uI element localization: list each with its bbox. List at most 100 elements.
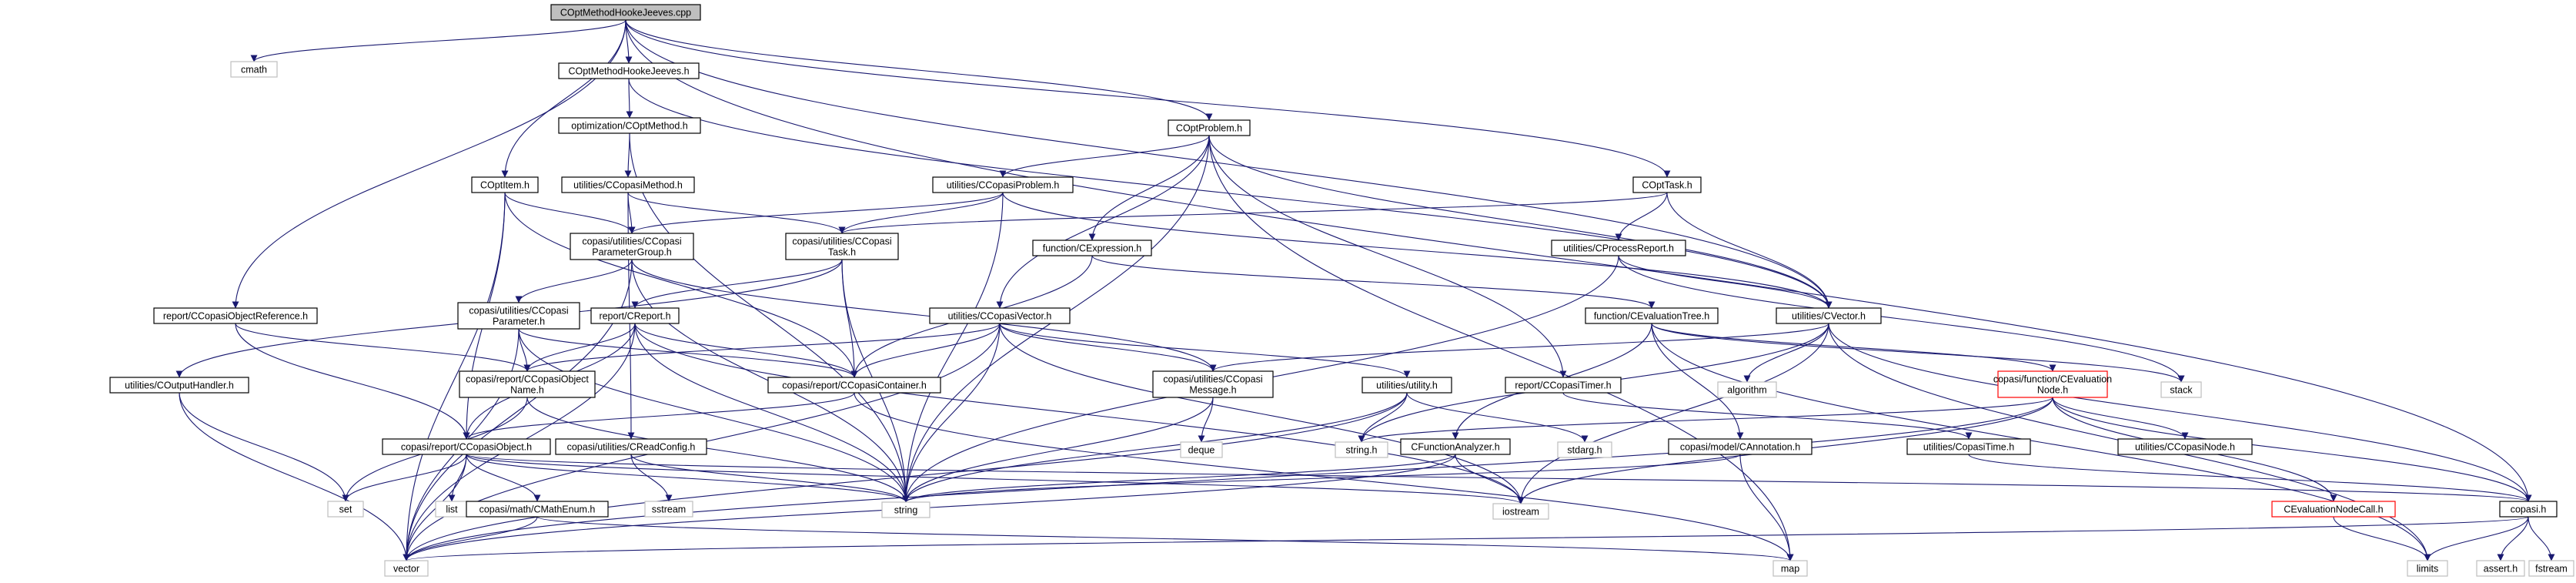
edge-opttask_h-to-cvector_h xyxy=(1666,192,1833,309)
node-evalnode-h[interactable]: copasi/function/CEvaluationNode.h xyxy=(1993,370,2112,398)
edge-processreport_h-to-cvector_h xyxy=(1618,255,1833,309)
node-box xyxy=(1032,240,1152,256)
node-annotation-h[interactable]: copasi/model/CAnnotation.h xyxy=(1668,438,1813,455)
node-object-h[interactable]: copasi/report/CCopasiObject.h xyxy=(382,438,551,455)
node-box xyxy=(1557,441,1612,458)
node-functionanalyzer-h[interactable]: CFunctionAnalyzer.h xyxy=(1400,438,1511,455)
node-box xyxy=(230,61,278,78)
edge-copasi_h-to-limits xyxy=(2424,516,2529,561)
node-box xyxy=(459,370,596,398)
node-copasiproblem-h[interactable]: utilities/CCopasiProblem.h xyxy=(932,176,1074,193)
node-box xyxy=(767,377,941,394)
node-opttask-h[interactable]: COptTask.h xyxy=(1632,176,1702,193)
edge-parameter_h-to-string xyxy=(518,328,910,503)
node-evalnodecall-h[interactable]: CEvaluationNodeCall.h xyxy=(2271,501,2396,518)
node-report-h[interactable]: report/CReport.h xyxy=(590,307,680,324)
node-box xyxy=(932,176,1074,193)
node-processreport-h[interactable]: utilities/CProcessReport.h xyxy=(1551,240,1686,256)
node-box xyxy=(881,501,931,518)
edge-evalnode_h-to-copasi_h xyxy=(2052,397,2532,502)
node-label: set xyxy=(339,504,352,515)
node-label: copasi/math/CMathEnum.h xyxy=(479,504,596,515)
node-box xyxy=(327,501,364,518)
node-copasi-h[interactable]: copasi.h xyxy=(2499,501,2558,518)
edge-copasivector_h-to-objname_h xyxy=(523,323,1001,372)
node-optmethod-h[interactable]: optimization/COptMethod.h xyxy=(558,117,701,134)
node-label: vector xyxy=(393,564,419,575)
node-root[interactable]: COptMethodHookeJeeves.cpp xyxy=(550,4,701,21)
node-copasivector-h[interactable]: utilities/CCopasiVector.h xyxy=(929,307,1071,324)
node-hookejeeves-h[interactable]: COptMethodHookeJeeves.h xyxy=(558,62,700,79)
node-cvector-h[interactable]: utilities/CVector.h xyxy=(1776,307,1882,324)
node-label: iostream xyxy=(1502,507,1539,518)
node-copasinode-h[interactable]: utilities/CCopasiNode.h xyxy=(2117,438,2253,455)
edge-objreference_h-to-object_h xyxy=(235,323,470,440)
edge-evalnode_h-to-stringh xyxy=(1358,397,2053,443)
node-label: algorithm xyxy=(1727,385,1766,396)
node-mathenum-h[interactable]: copasi/math/CMathEnum.h xyxy=(466,501,609,518)
edge-copasivector_h-to-utility_h xyxy=(999,323,1411,378)
edge-processreport_h-to-stack xyxy=(1618,255,2185,383)
edge-copasivector_h-to-string xyxy=(902,323,1001,503)
edge-functionanalyzer_h-to-iostream xyxy=(1455,454,1525,504)
node-optitem-h[interactable]: COptItem.h xyxy=(471,176,539,193)
node-optproblem-h[interactable]: COptProblem.h xyxy=(1168,119,1251,136)
node-label: function/CExpression.h xyxy=(1043,243,1142,254)
node-box xyxy=(2271,501,2396,518)
node-label: copasi/utilities/CCopasi xyxy=(1163,374,1262,385)
node-box xyxy=(2407,560,2448,577)
edge-outputhandler_h-to-set xyxy=(179,392,349,502)
node-box xyxy=(153,307,318,324)
node-box xyxy=(1668,438,1813,455)
node-stack: stack xyxy=(2160,381,2202,398)
node-box xyxy=(382,438,551,455)
node-box xyxy=(2160,381,2202,398)
node-copasitimer-h[interactable]: report/CCopasiTimer.h xyxy=(1505,377,1622,394)
edge-readconfig_h-to-string xyxy=(630,454,910,503)
node-label: report/CCopasiObjectReference.h xyxy=(163,311,308,322)
node-container-h[interactable]: copasi/report/CCopasiContainer.h xyxy=(767,377,941,394)
edge-report_h-to-iostream xyxy=(634,323,1525,504)
node-box xyxy=(1632,176,1702,193)
node-label: optimization/COptMethod.h xyxy=(571,121,688,132)
node-label: sstream xyxy=(652,504,686,515)
node-box xyxy=(1168,119,1251,136)
node-copasimethod-h[interactable]: utilities/CCopasiMethod.h xyxy=(561,176,695,193)
edge-root-to-optitem_h xyxy=(501,19,626,178)
node-copasitime-h[interactable]: utilities/CopasiTime.h xyxy=(1906,438,2031,455)
node-algorithm: algorithm xyxy=(1717,381,1777,398)
node-evaltree-h[interactable]: function/CEvaluationTree.h xyxy=(1585,307,1719,324)
edge-opttask_h-to-copasitask_h xyxy=(838,192,1668,234)
node-label: COptMethodHookeJeeves.h xyxy=(568,66,689,77)
edge-report_h-to-objname_h xyxy=(523,323,636,372)
node-outputhandler-h[interactable]: utilities/COutputHandler.h xyxy=(109,377,249,394)
edge-object_h-to-set xyxy=(342,454,467,502)
node-label: fstream xyxy=(2535,564,2568,575)
edge-cvector_h-to-copasi_h xyxy=(1828,323,2532,502)
node-sstream: sstream xyxy=(644,501,693,518)
edge-cvector_h-to-iostream xyxy=(1517,323,1829,504)
node-box xyxy=(109,377,249,394)
node-box xyxy=(2499,501,2558,518)
edge-message_h-to-string xyxy=(902,397,1214,503)
node-box xyxy=(1776,307,1882,324)
edge-copasitimer_h-to-copasitime_h xyxy=(1562,392,1973,440)
node-label: copasi/utilities/CCopasi xyxy=(792,236,891,247)
edge-container_h-to-object_h xyxy=(463,392,855,440)
edge-copasi_h-to-fstream xyxy=(2528,516,2555,561)
node-objreference-h[interactable]: report/CCopasiObjectReference.h xyxy=(153,307,318,324)
node-utility-h[interactable]: utilities/utility.h xyxy=(1362,377,1452,394)
node-label: utilities/CCopasiProblem.h xyxy=(947,180,1060,191)
node-box xyxy=(1906,438,2031,455)
node-label: COptProblem.h xyxy=(1176,123,1242,134)
node-label: Message.h xyxy=(1189,385,1236,396)
node-readconfig-h[interactable]: copasi/utilities/CReadConfig.h xyxy=(555,438,707,455)
node-box xyxy=(1180,441,1223,458)
node-label: CFunctionAnalyzer.h xyxy=(1411,442,1499,453)
node-expression-h[interactable]: function/CExpression.h xyxy=(1032,240,1152,256)
